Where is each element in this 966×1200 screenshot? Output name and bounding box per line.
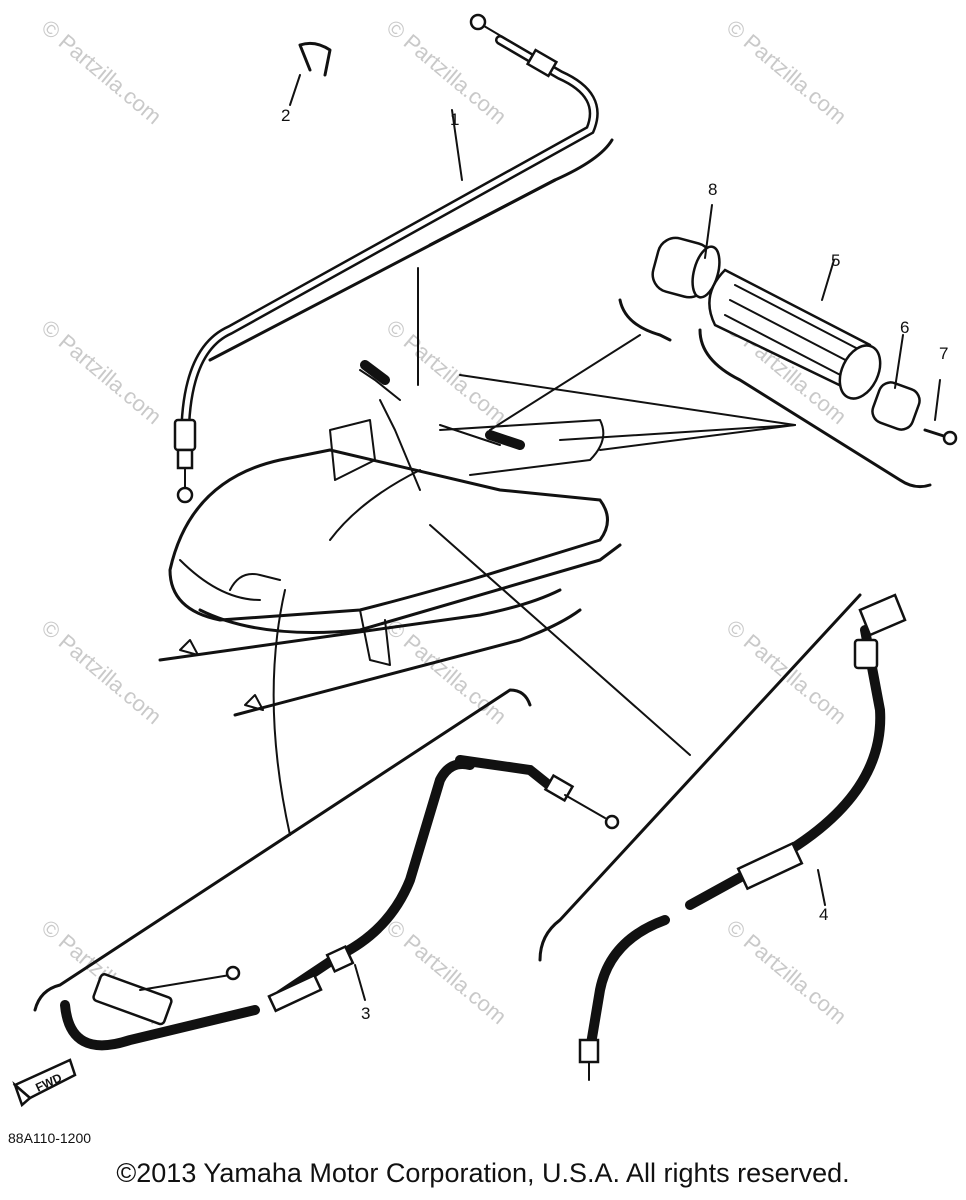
copyright-notice: ©2013 Yamaha Motor Corporation, U.S.A. A… — [116, 1158, 850, 1188]
diagram-code: 88A110-1200 — [8, 1130, 92, 1146]
callout-5: 5 — [831, 251, 840, 270]
cable-clip — [289, 41, 332, 106]
watermark: © Partzilla.com — [37, 315, 167, 429]
callout-7: 7 — [939, 344, 948, 363]
callout-2: 2 — [281, 106, 290, 125]
pointer-arrows — [272, 267, 796, 836]
watermark: © Partzilla.com — [37, 615, 167, 729]
callout-3: 3 — [361, 1004, 370, 1023]
callout-8: 8 — [708, 180, 717, 199]
watermark: © Partzilla.com — [382, 915, 512, 1029]
watermark: © Partzilla.com — [722, 915, 852, 1029]
snowmobile-body — [158, 360, 622, 717]
watermark: © Partzilla.com — [382, 315, 512, 429]
callout-6: 6 — [900, 318, 909, 337]
grip-panel — [618, 204, 958, 489]
callout-1: 1 — [450, 110, 459, 129]
throttle-cable-panel — [173, 13, 614, 504]
lower-left-cable-panel: FWD — [12, 688, 620, 1108]
lower-right-cable-panel — [538, 593, 907, 1081]
callout-numbers: 1 2 3 4 5 6 7 8 — [281, 106, 948, 1023]
watermark: © Partzilla.com — [722, 615, 852, 729]
watermark: © Partzilla.com — [722, 15, 852, 129]
callout-4: 4 — [819, 905, 828, 924]
watermark: © Partzilla.com — [37, 15, 167, 129]
watermarks: © Partzilla.com © Partzilla.com © Partzi… — [37, 15, 852, 1029]
